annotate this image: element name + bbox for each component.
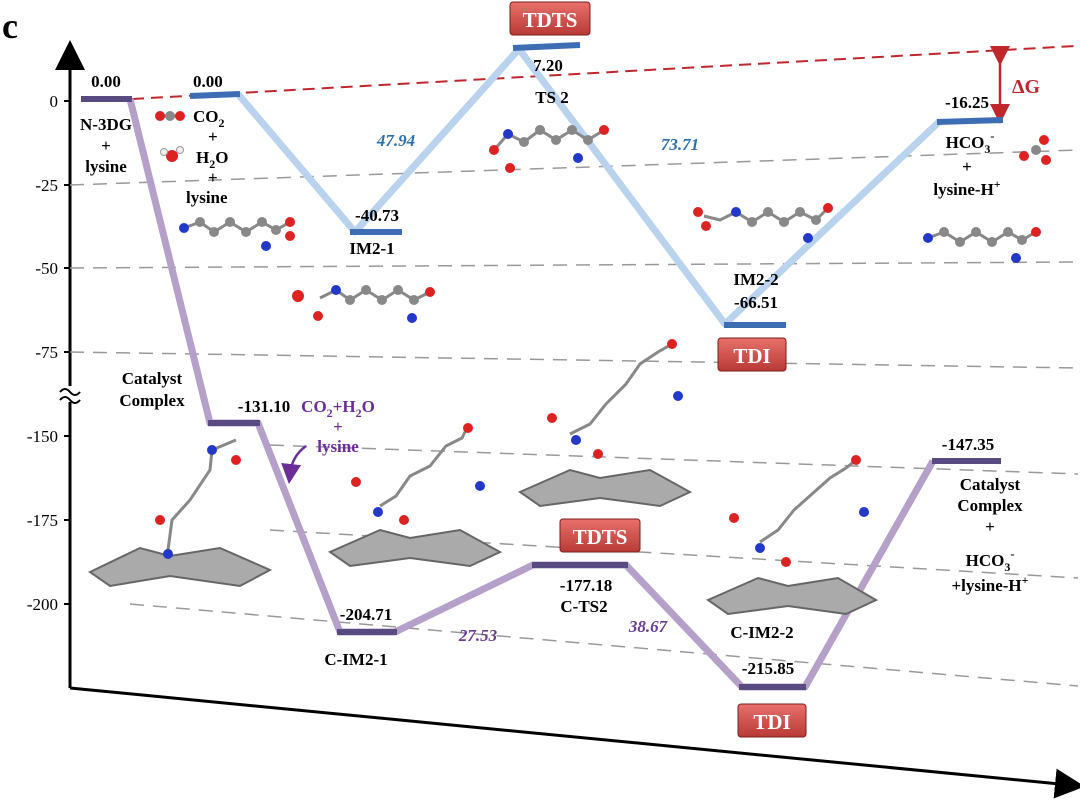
svg-text:TDTS: TDTS [523,8,578,32]
svg-text:+: + [101,136,111,155]
energy-value: -204.71 [340,605,392,624]
panel-label: c [2,6,18,46]
tdi-badge: TDI [737,703,807,738]
energy-value: -131.10 [238,397,290,416]
svg-text:H2O: H2O [196,148,228,171]
catalyzed-levels [81,96,1001,690]
svg-text:lysine: lysine [317,437,359,456]
energy-value: -66.51 [734,293,778,312]
svg-text:HCO3-: HCO3- [966,547,1015,574]
tdts-badge: TDTS [509,1,591,36]
molecule-im21 [292,285,435,323]
delta-g-indicator: ΔG [990,46,1041,124]
svg-text:+: + [985,517,995,536]
barrier-label: 38.67 [628,617,669,636]
molecule-co2 [155,111,185,121]
molecule-h2o [160,146,184,162]
uncat-im22: IM2-2 -66.51 [733,270,778,312]
molecule-ts2 [489,125,609,173]
uncatalyzed-path [235,45,943,328]
cat-cts2: -177.18 C-TS2 [560,576,612,616]
reagent-arrow [281,444,307,484]
uncat-im21: -40.73 IM2-1 [349,206,399,258]
molecule-cim22 [705,455,879,616]
y-tick-label: -50 [35,259,58,278]
svg-text:+lysine-H+: +lysine-H+ [952,573,1029,595]
svg-text:TDI: TDI [753,710,790,734]
axis-break [59,386,81,404]
barrier-label: 27.53 [458,626,498,645]
svg-text:Catalyst: Catalyst [122,369,183,388]
svg-text:lysine: lysine [85,157,127,176]
y-tick-label: -175 [27,511,58,530]
cat-products: -147.35 Catalyst Complex + HCO3- +lysine… [942,435,1029,595]
tdi-badge: TDI [717,337,787,372]
svg-text:IM2-2: IM2-2 [733,270,778,289]
energy-value: -16.25 [945,93,989,112]
svg-text:TS 2: TS 2 [535,88,569,107]
cat-complex: Catalyst Complex -131.10 [119,369,290,416]
svg-text:C-IM2-2: C-IM2-2 [730,623,793,642]
cat-cim21: -204.71 C-IM2-1 [324,605,392,669]
x-axis [69,686,1080,799]
energy-value: -147.35 [942,435,994,454]
svg-text:Catalyst: Catalyst [960,475,1021,494]
molecule-cts2 [517,339,693,508]
uncat-products: -16.25 HCO3- + lysine-H+ [933,93,1000,199]
svg-text:HCO3-: HCO3- [946,129,995,156]
molecule-lysine-h [923,227,1041,263]
reference-line [131,45,1076,100]
barrier-label: 47.94 [376,131,415,150]
energy-value: 7.20 [533,56,563,75]
uncat-reactants: 0.00 CO2 + H2O + lysine [186,72,228,207]
uncat-n3dg: 0.00 N-3DG + lysine [80,72,132,176]
energy-value: -177.18 [560,576,612,595]
y-ticks: 0 -25 -50 -75 -150 -175 -200 [27,92,70,614]
molecule-lysine [179,217,295,251]
cat-reagents: CO2+H2O + lysine [301,397,375,456]
svg-text:+: + [208,168,218,187]
molecule-cim21 [327,423,503,568]
molecule-im22 [693,203,833,243]
y-tick-label: -200 [27,595,58,614]
molecule-catalyst-complex [88,438,273,588]
svg-text:Complex: Complex [119,391,185,410]
svg-text:+: + [208,127,218,146]
y-tick-label: -150 [27,427,58,446]
tdts-badge: TDTS [559,518,641,553]
svg-text:C-IM2-1: C-IM2-1 [324,650,387,669]
y-tick-label: -75 [35,343,58,362]
svg-text:TDTS: TDTS [573,525,628,549]
svg-text:lysine-H+: lysine-H+ [933,177,1000,199]
y-tick-label: 0 [50,92,59,111]
grid-lines [69,149,1079,687]
uncatalyzed-levels [189,42,1004,328]
svg-text:TDI: TDI [733,344,770,368]
svg-text:Complex: Complex [957,496,1023,515]
svg-text:N-3DG: N-3DG [80,115,132,134]
energy-value: 0.00 [193,72,223,91]
uncat-ts2: 7.20 TS 2 [533,56,569,107]
molecule-hco3 [1019,135,1051,165]
cat-cim22: C-IM2-2 -215.85 [730,623,794,678]
svg-text:IM2-1: IM2-1 [349,239,394,258]
svg-text:+: + [333,417,343,436]
svg-text:CO2+H2O: CO2+H2O [301,397,375,420]
energy-value: 0.00 [91,72,121,91]
svg-text:CO2: CO2 [193,107,225,130]
svg-text:C-TS2: C-TS2 [560,597,607,616]
delta-g-label: ΔG [1012,76,1041,98]
svg-text:lysine: lysine [186,188,228,207]
svg-text:+: + [962,157,972,176]
barrier-label: 73.71 [661,135,699,154]
y-tick-label: -25 [35,176,58,195]
energy-value: -40.73 [355,206,399,225]
energy-value: -215.85 [742,659,794,678]
